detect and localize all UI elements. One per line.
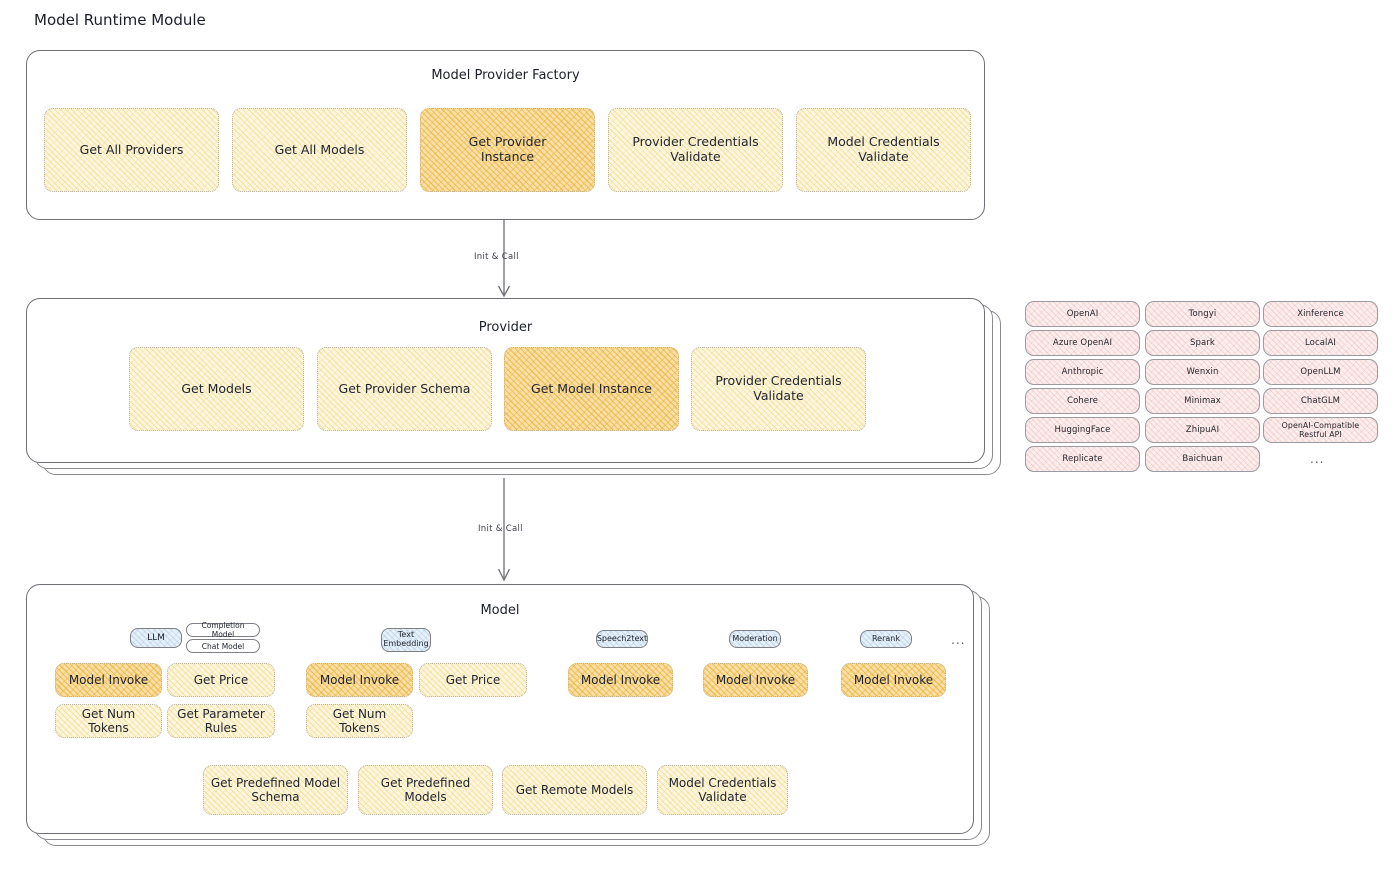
edge-label-init-and-call-1: Init & Call bbox=[474, 252, 519, 262]
text-embedding-node-get-price[interactable]: Get Price bbox=[419, 663, 527, 697]
model-shared-node-get-remote-models[interactable]: Get Remote Models bbox=[502, 765, 647, 815]
node-label: Get Price bbox=[445, 672, 501, 687]
provider-chip-minimax[interactable]: Minimax bbox=[1145, 388, 1260, 414]
provider-chip-xinference[interactable]: Xinference bbox=[1263, 301, 1378, 327]
node-label: Get Price bbox=[193, 672, 249, 687]
node-label: Get All Models bbox=[274, 141, 365, 157]
node-label: Model Invoke bbox=[715, 672, 796, 687]
node-label: Get Models bbox=[181, 380, 252, 396]
factory-title: Model Provider Factory bbox=[431, 68, 580, 83]
provider-list-ellipsis: ... bbox=[1310, 452, 1325, 466]
model-title: Model bbox=[480, 603, 520, 618]
edge-provider-to-model bbox=[497, 478, 511, 582]
llm-node-model-invoke[interactable]: Model Invoke bbox=[55, 663, 162, 697]
provider-node-get-provider-schema[interactable]: Get Provider Schema bbox=[317, 347, 492, 431]
model-types-ellipsis: ... bbox=[951, 633, 966, 647]
provider-chip-zhipuai[interactable]: ZhipuAI bbox=[1145, 417, 1260, 443]
provider-chip-openai-compatible-restful-api[interactable]: OpenAI-Compatible Restful API bbox=[1263, 417, 1378, 443]
node-label: Model Invoke bbox=[319, 672, 400, 687]
model-type-badge-rerank[interactable]: Rerank bbox=[860, 630, 912, 648]
provider-chip-openllm[interactable]: OpenLLM bbox=[1263, 359, 1378, 385]
provider-chip-chatglm[interactable]: ChatGLM bbox=[1263, 388, 1378, 414]
provider-chip-huggingface[interactable]: HuggingFace bbox=[1025, 417, 1140, 443]
provider-chip-openai[interactable]: OpenAI bbox=[1025, 301, 1140, 327]
node-label: Get Model Instance bbox=[531, 380, 652, 396]
model-tag-completion-model[interactable]: Completion Model bbox=[186, 621, 260, 639]
node-label: Model Invoke bbox=[580, 672, 661, 687]
provider-title: Provider bbox=[478, 320, 533, 335]
node-label: Get All Providers bbox=[79, 141, 184, 157]
model-tag-chat-model[interactable]: Chat Model bbox=[186, 639, 260, 653]
page-title: Model Runtime Module bbox=[34, 11, 206, 29]
edge-label-init-and-call-2: Init & Call bbox=[478, 524, 523, 534]
text-embedding-node-get-num-tokens[interactable]: Get Num Tokens bbox=[306, 704, 413, 738]
provider-chip-replicate[interactable]: Replicate bbox=[1025, 446, 1140, 472]
moderation-node-model-invoke[interactable]: Model Invoke bbox=[703, 663, 808, 697]
model-type-badge-speech2text[interactable]: Speech2text bbox=[596, 630, 648, 648]
provider-chip-cohere[interactable]: Cohere bbox=[1025, 388, 1140, 414]
speech2text-node-model-invoke[interactable]: Model Invoke bbox=[568, 663, 673, 697]
factory-node-get-all-models[interactable]: Get All Models bbox=[232, 108, 407, 192]
node-label: Get Num Tokens bbox=[81, 706, 136, 735]
provider-chip-wenxin[interactable]: Wenxin bbox=[1145, 359, 1260, 385]
node-label: Get Num Tokens bbox=[332, 706, 387, 735]
node-label: Model Invoke bbox=[68, 672, 149, 687]
provider-node-get-models[interactable]: Get Models bbox=[129, 347, 304, 431]
rerank-node-model-invoke[interactable]: Model Invoke bbox=[841, 663, 946, 697]
provider-chip-localai[interactable]: LocalAI bbox=[1263, 330, 1378, 356]
llm-node-get-price[interactable]: Get Price bbox=[167, 663, 275, 697]
node-label: Get Remote Models bbox=[515, 782, 634, 797]
provider-chip-baichuan[interactable]: Baichuan bbox=[1145, 446, 1260, 472]
model-type-badge-llm[interactable]: LLM bbox=[130, 628, 182, 648]
provider-chip-tongyi[interactable]: Tongyi bbox=[1145, 301, 1260, 327]
provider-chip-spark[interactable]: Spark bbox=[1145, 330, 1260, 356]
node-label: Model Invoke bbox=[853, 672, 934, 687]
text-embedding-node-model-invoke[interactable]: Model Invoke bbox=[306, 663, 413, 697]
node-label: Get Provider Schema bbox=[338, 380, 471, 396]
llm-node-get-num-tokens[interactable]: Get Num Tokens bbox=[55, 704, 162, 738]
provider-chip-anthropic[interactable]: Anthropic bbox=[1025, 359, 1140, 385]
provider-node-get-model-instance[interactable]: Get Model Instance bbox=[504, 347, 679, 431]
factory-node-get-all-providers[interactable]: Get All Providers bbox=[44, 108, 219, 192]
model-type-badge-moderation[interactable]: Moderation bbox=[729, 630, 781, 648]
provider-chip-azure-openai[interactable]: Azure OpenAI bbox=[1025, 330, 1140, 356]
edge-factory-to-provider bbox=[497, 220, 511, 298]
